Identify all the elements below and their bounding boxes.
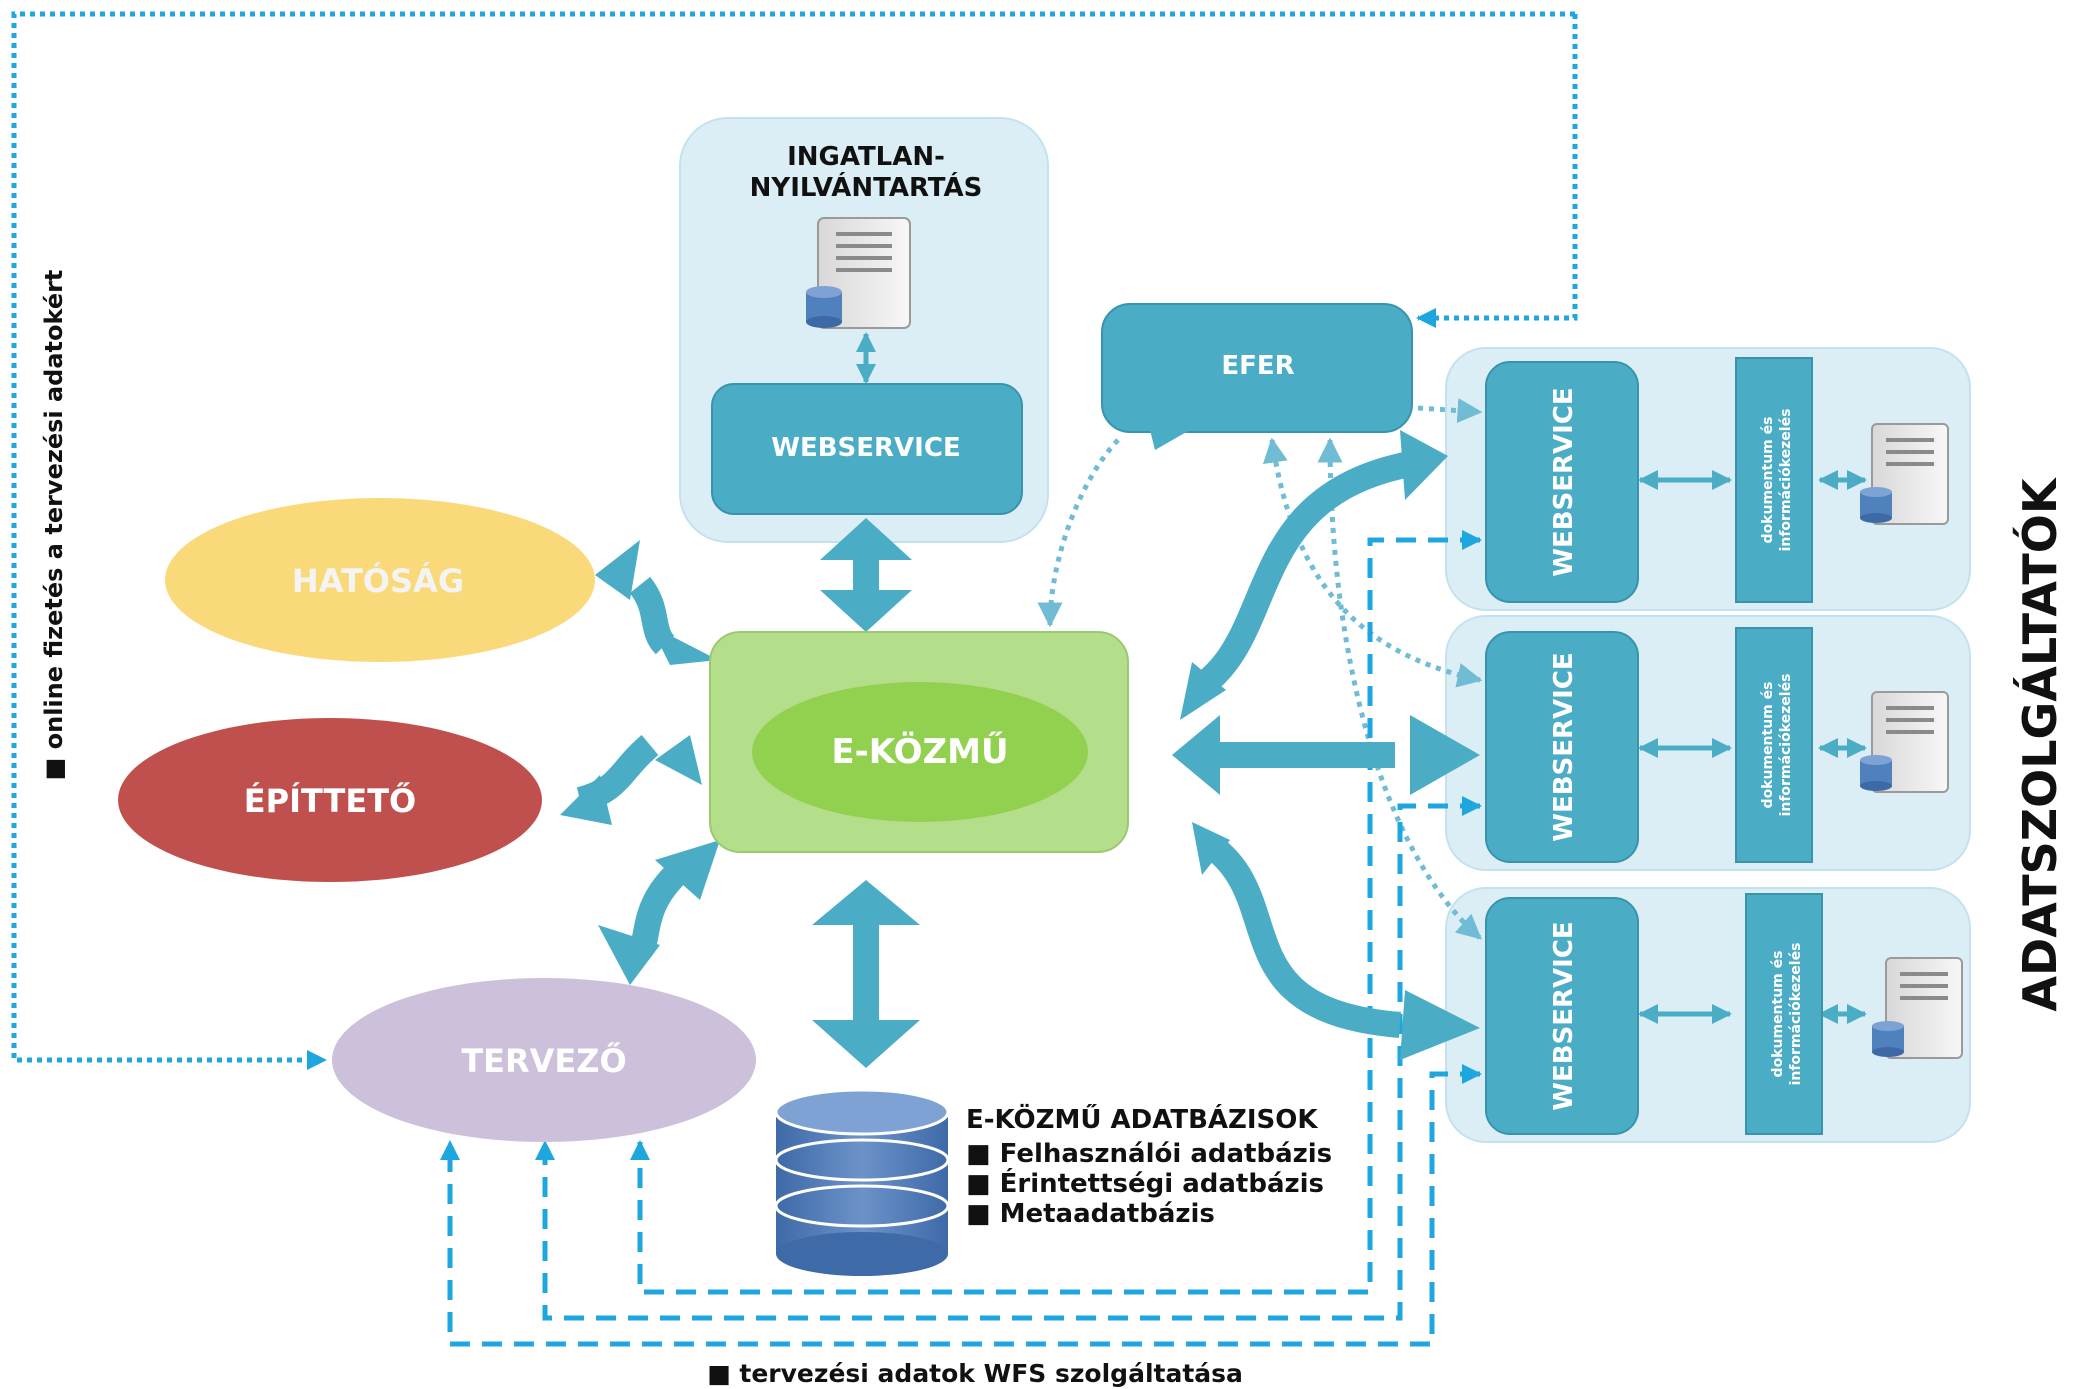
provider-1-doc-line1: dokumentum és <box>1760 417 1776 544</box>
provider-3-doc-box <box>1745 893 1823 1135</box>
provider-1-server-icon <box>1860 423 1949 525</box>
payment-side-label: ■ online fizetés a tervezési adatokért <box>40 270 68 781</box>
provider-2-webservice-box <box>1485 631 1639 863</box>
database-item-3: ■ Metaadatbázis <box>966 1199 1215 1229</box>
efer-box <box>1101 303 1413 450</box>
ekozmu-ellipse <box>752 682 1088 822</box>
provider-1-webservice-label: WEBSERVICE <box>1549 387 1579 576</box>
epitteto-label: ÉPÍTTETŐ <box>244 781 417 820</box>
webservice-top-box <box>711 383 1023 515</box>
provider-2-doc-box <box>1735 627 1813 863</box>
ingatlan-title-line1: INGATLAN- <box>787 142 945 172</box>
database-title: E-KÖZMŰ ADATBÁZISOK <box>966 1102 1318 1135</box>
ekozmu-label: E-KÖZMŰ <box>831 731 1008 772</box>
hatosag-ellipse <box>165 498 595 662</box>
provider-2-doc-line2: információkezelés <box>1778 674 1794 817</box>
thin-double-arrows <box>856 332 1867 1024</box>
provider-3-doc-line2: információkezelés <box>1788 943 1804 1086</box>
database-item-2: ■ Érintettségi adatbázis <box>966 1167 1324 1199</box>
ingatlan-title-line2: NYILVÁNTARTÁS <box>750 171 983 203</box>
database-icon <box>806 286 842 328</box>
epitteto-ellipse <box>118 718 542 882</box>
provider-3-server-icon <box>1872 957 1963 1059</box>
provider-2-doc-line1: dokumentum és <box>1760 682 1776 809</box>
provider-1-doc-box <box>1735 357 1813 603</box>
wfs-dashed-lines <box>440 530 1482 1347</box>
webservice-top-label: WEBSERVICE <box>771 433 960 463</box>
provider-1-webservice-box <box>1485 361 1639 603</box>
hatosag-label: HATÓSÁG <box>292 561 464 600</box>
payment-dotted-line <box>11 11 1578 1070</box>
provider-2-server-icon <box>1860 691 1949 793</box>
thick-arrow-heads <box>560 430 1480 1068</box>
provider-1-doc-line2: információkezelés <box>1778 409 1794 552</box>
provider-3-webservice-box <box>1485 897 1639 1135</box>
provider-3-doc-line1: dokumentum és <box>1770 951 1786 1078</box>
providers-side-label: ADATSZOLGÁLTATÓK <box>2013 476 2067 1011</box>
wfs-bottom-label: ■ tervezési adatok WFS szolgáltatása <box>707 1359 1243 1388</box>
provider-3-webservice-label: WEBSERVICE <box>1549 921 1579 1110</box>
ekozmu-database-cylinder <box>774 1088 950 1276</box>
database-item-1: ■ Felhasználói adatbázis <box>966 1139 1332 1169</box>
tervezo-label: TERVEZŐ <box>461 1041 626 1080</box>
provider-2-webservice-label: WEBSERVICE <box>1549 652 1579 841</box>
efer-label: EFER <box>1221 351 1294 381</box>
tervezo-ellipse <box>332 978 756 1142</box>
